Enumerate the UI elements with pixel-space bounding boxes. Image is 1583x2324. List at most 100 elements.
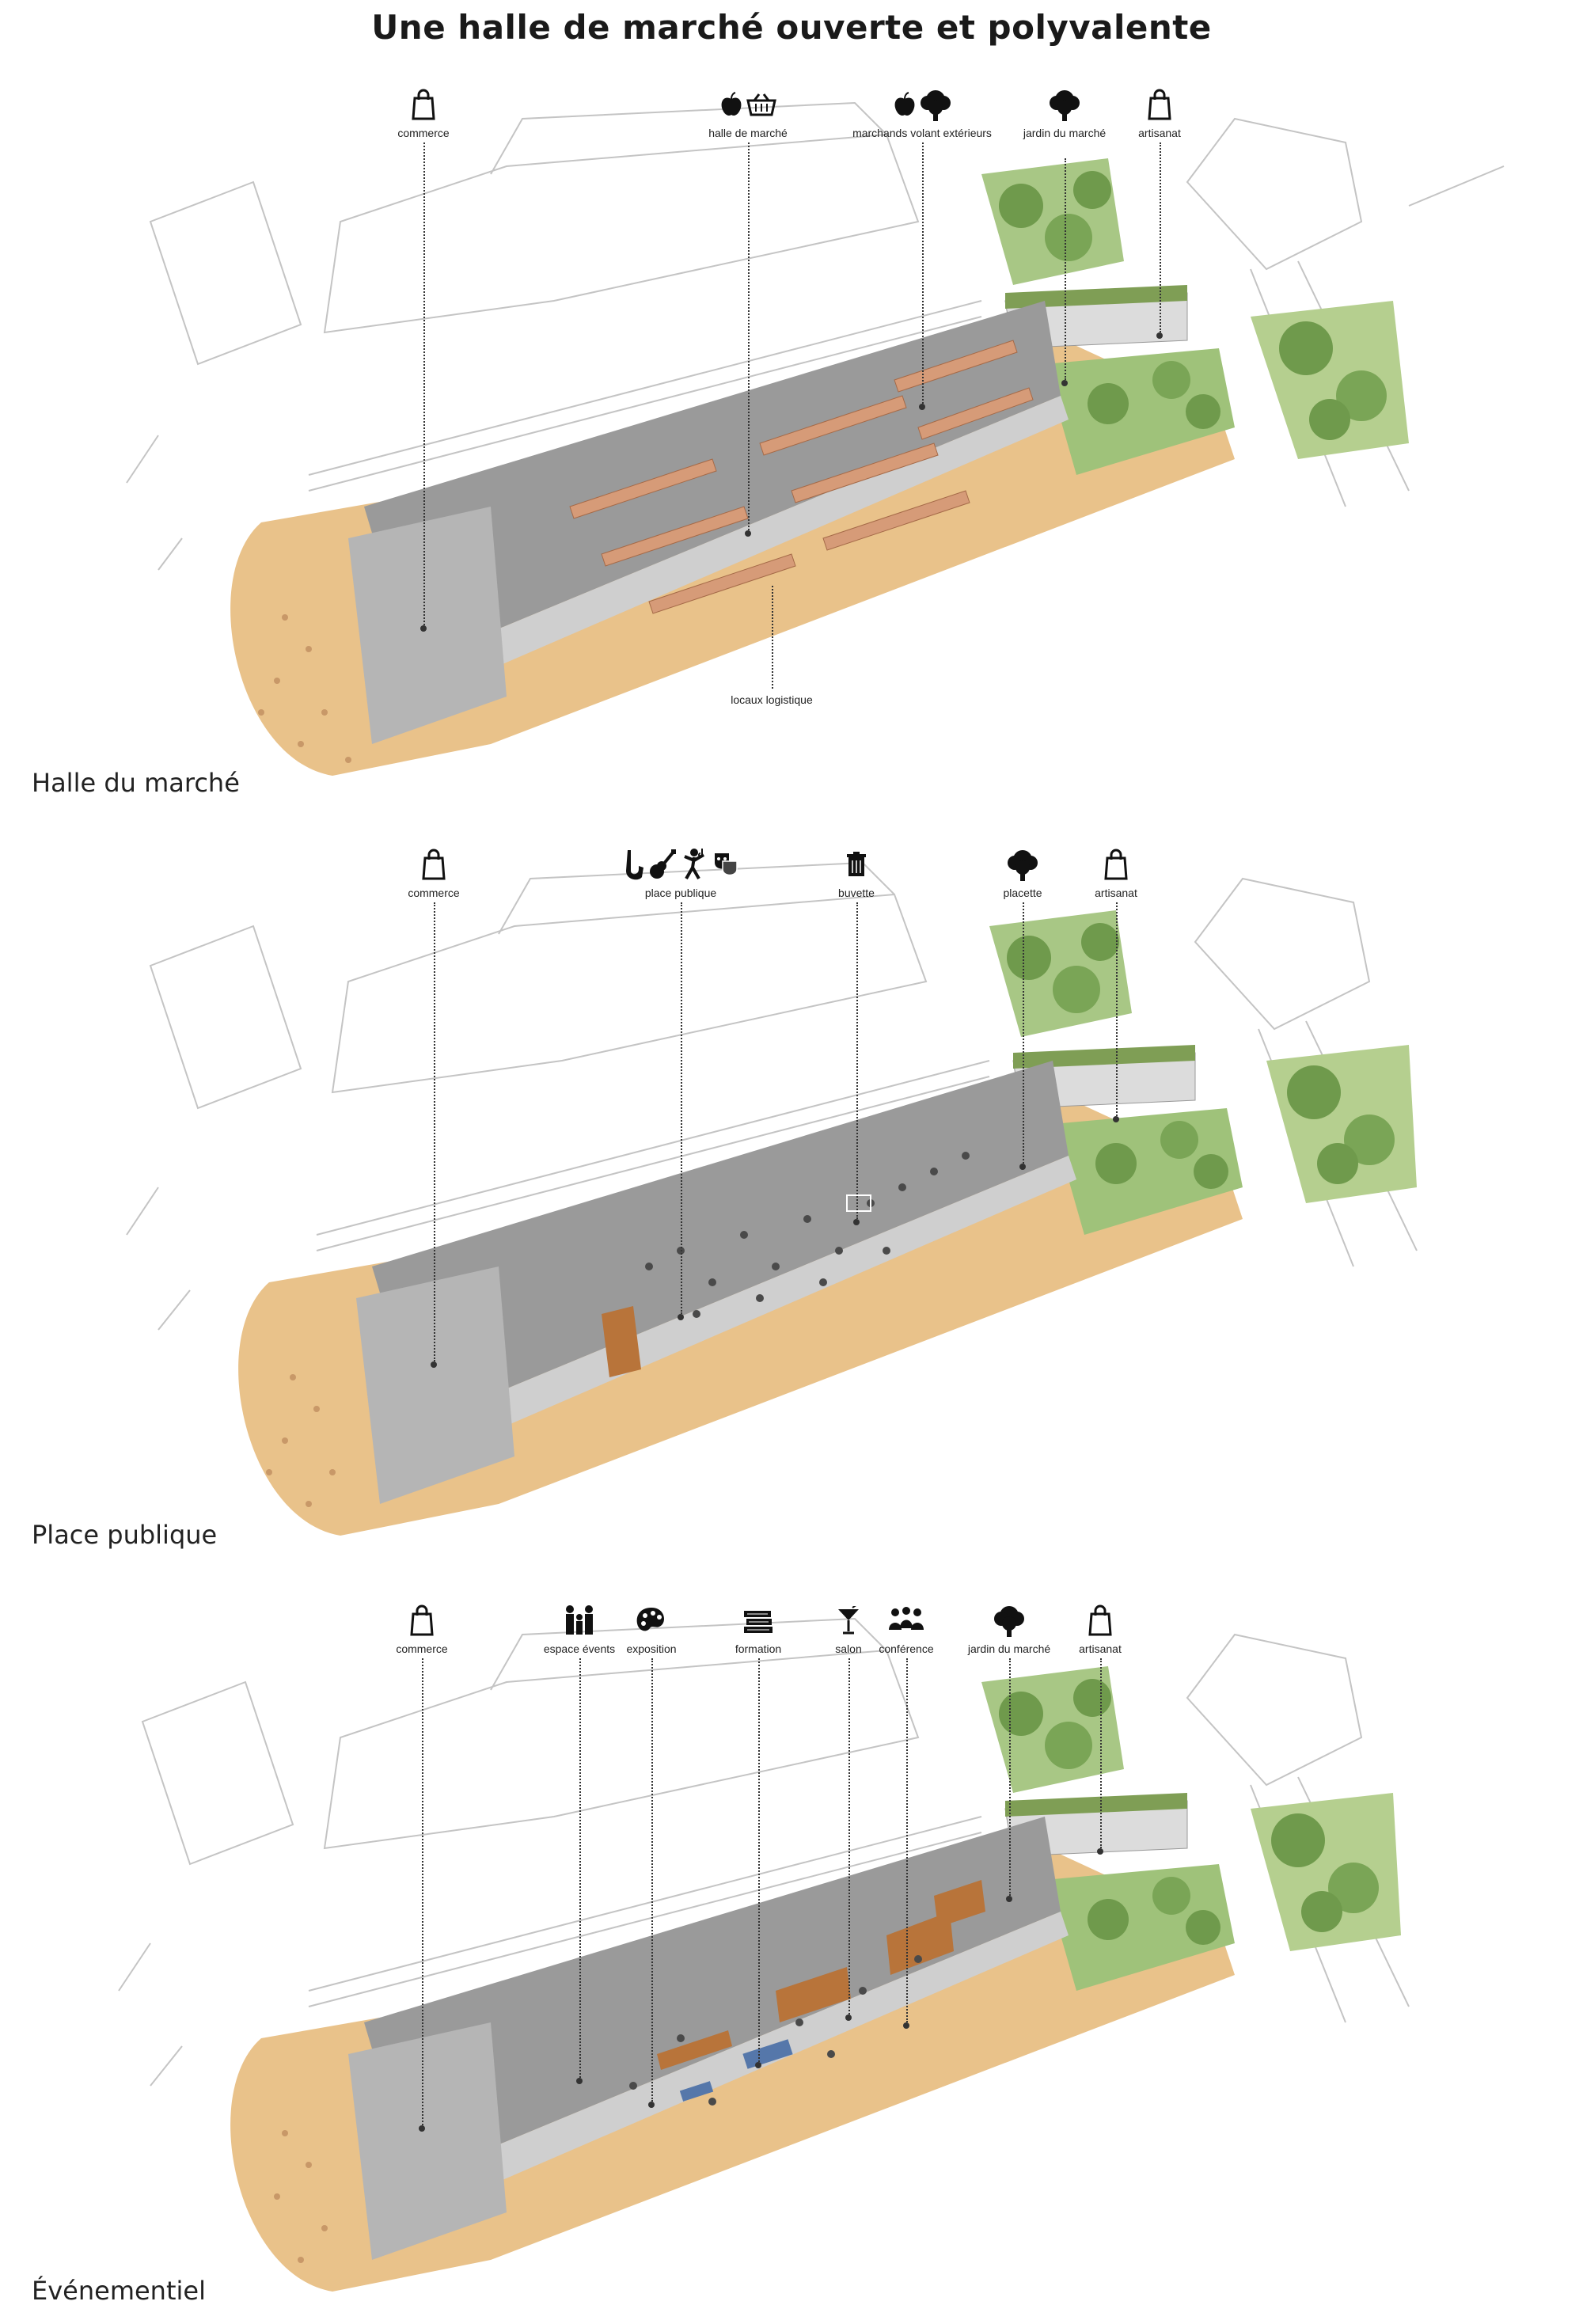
leader-dot (1113, 1116, 1119, 1122)
leader-line (1160, 142, 1161, 332)
saxophone-icon (621, 849, 645, 884)
callout-commerce: commerce (396, 1603, 448, 2132)
panel-label: Événementiel (32, 2276, 206, 2306)
apple-icon (893, 91, 917, 121)
leader-dot (1019, 1164, 1026, 1170)
tree-icon (1049, 87, 1080, 126)
callout-icons (1061, 1603, 1140, 1641)
callout-icons (394, 847, 473, 885)
leader-dot (903, 2022, 909, 2029)
leader-line (579, 1658, 581, 2078)
callout-conference: conférence (879, 1603, 934, 2029)
leader-line (922, 142, 924, 404)
leader-dot (1061, 380, 1068, 386)
leader-line (1116, 902, 1118, 1116)
site-axonometric-1 (126, 101, 1505, 776)
leader-line (434, 902, 435, 1361)
callout-icons (867, 1603, 946, 1641)
basket-icon (746, 93, 776, 120)
leader-dot (1097, 1848, 1103, 1855)
audience-icon (887, 1606, 925, 1639)
callout-icons (1025, 87, 1104, 125)
leader-line (681, 902, 682, 1314)
leader-line (848, 1658, 850, 2015)
leader-line (423, 142, 425, 625)
tree-icon (920, 87, 951, 126)
leader-dot (845, 2015, 852, 2021)
callout-label: exposition (626, 1642, 677, 1655)
leader-dot (745, 530, 751, 537)
callout-icons (708, 87, 788, 125)
callout-marchands-volants: marchands volant extérieurs (852, 87, 992, 410)
shopping-bag-icon (422, 849, 446, 884)
callout-label: locaux logistique (731, 693, 813, 706)
leader-dot (648, 2102, 655, 2108)
callout-label: jardin du marché (967, 1642, 1051, 1655)
callout-espace-events: espace évents (544, 1603, 615, 2084)
callout-label: place publique (644, 887, 717, 899)
shopping-bag-icon (410, 1604, 434, 1640)
callout-label: placette (1003, 887, 1042, 899)
leader-line (758, 1658, 760, 2062)
tree-icon (1007, 847, 1038, 886)
leader-line (1065, 158, 1066, 380)
callout-buvette: buvette (838, 847, 875, 1225)
leader-line (772, 586, 773, 689)
callout-icons (1120, 87, 1199, 125)
shopping-bag-icon (1148, 89, 1171, 124)
site-axonometric-2 (126, 861, 1418, 1536)
callout-icons (983, 847, 1062, 885)
callout-salon: salon (835, 1603, 862, 2021)
trash-bin-icon (846, 851, 867, 882)
guitar-icon (648, 849, 677, 884)
leader-dot (1156, 332, 1163, 339)
callout-icons (817, 847, 896, 885)
leader-dot (1006, 1896, 1012, 1902)
palette-icon (636, 1606, 667, 1639)
callout-label: artisanat (1079, 1642, 1122, 1655)
leader-line (1023, 902, 1024, 1164)
callout-label: jardin du marché (1023, 127, 1107, 139)
books-icon (742, 1606, 774, 1639)
callout-label: commerce (397, 127, 450, 139)
callout-artisanat: artisanat (1095, 847, 1137, 1122)
callout-label: artisanat (1095, 887, 1137, 899)
callout-icons (883, 87, 962, 125)
callout-locaux-logistique: locaux logistique (731, 586, 813, 706)
leader-dot (420, 625, 427, 632)
leader-dot (755, 2062, 761, 2068)
leader-dot (919, 404, 925, 410)
leader-dot (431, 1361, 437, 1368)
leader-line (856, 902, 858, 1219)
dancer-icon (680, 847, 708, 886)
callout-icons (1076, 847, 1156, 885)
callout-icons (602, 847, 760, 885)
leader-dot (576, 2078, 583, 2084)
callout-icons (970, 1603, 1049, 1641)
callout-icons (719, 1603, 798, 1641)
theatre-masks-icon (712, 850, 740, 883)
shopping-bag-icon (412, 89, 435, 124)
callout-commerce: commerce (397, 87, 450, 632)
leader-line (422, 1658, 423, 2125)
panel-place-publique: commerce place publique buvette placette… (0, 823, 1583, 1567)
leader-line (906, 1658, 908, 2022)
leader-dot (419, 2125, 425, 2132)
callout-icons (612, 1603, 691, 1641)
leader-line (651, 1658, 653, 2102)
callout-icons (809, 1603, 888, 1641)
leader-dot (853, 1219, 860, 1225)
callout-label: conférence (879, 1642, 934, 1655)
callout-label: commerce (408, 887, 460, 899)
shopping-bag-icon (1104, 849, 1128, 884)
callout-jardin-du-marche: jardin du marché (968, 1603, 1050, 1902)
leader-line (1009, 1658, 1011, 1896)
callout-label: marchands volant extérieurs (852, 127, 992, 139)
panel-evenementiel: commerce espace évents exposition format… (0, 1579, 1583, 2323)
shopping-bag-icon (1088, 1604, 1112, 1640)
site-axonometric-3 (118, 1617, 1410, 2292)
page-title: Une halle de marché ouverte et polyvalen… (371, 8, 1212, 47)
callout-icons (382, 1603, 461, 1641)
callout-label: espace évents (543, 1642, 616, 1655)
callout-label: halle de marché (708, 127, 788, 139)
